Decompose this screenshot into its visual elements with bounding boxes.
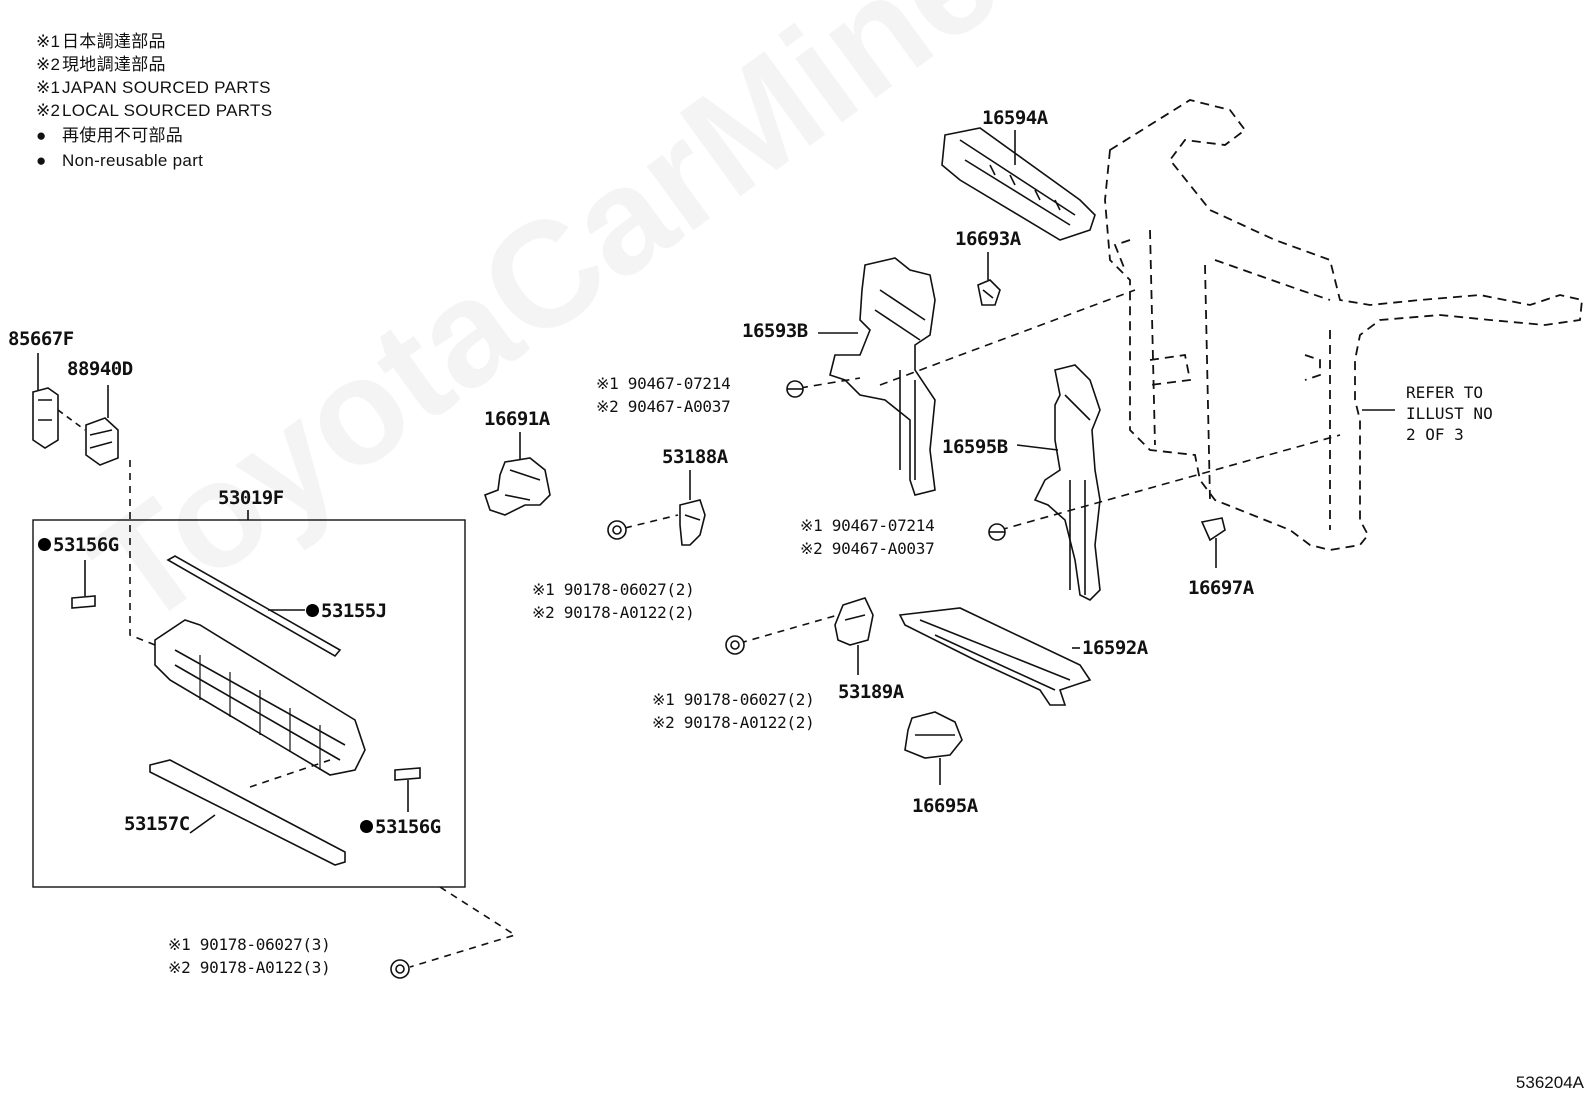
- legend-line-local-en: ※2LOCAL SOURCED PARTS: [36, 101, 272, 121]
- part-85667F-shape: [32, 387, 59, 449]
- legend-mark: ※2: [36, 101, 61, 120]
- callout-85667F[interactable]: 85667F: [8, 328, 74, 350]
- part-16691A-shape: [483, 457, 551, 516]
- callout-53188A[interactable]: 53188A: [662, 446, 728, 468]
- part-53155J-shape: [166, 555, 342, 658]
- dash-nut-53188A: [624, 514, 679, 529]
- legend-dot: ●: [36, 126, 47, 145]
- part-53157C-shape: [149, 759, 346, 866]
- part-53019F-panel-shape: [154, 619, 366, 776]
- callout-16693A[interactable]: 16693A: [955, 228, 1021, 250]
- callout-16593B[interactable]: 16593B: [742, 320, 808, 342]
- nut-90178-b-shape: [725, 635, 745, 655]
- part-16593B-shape: [829, 257, 936, 496]
- fastener-clip-a-line1[interactable]: ※1 90467-07214: [596, 374, 731, 393]
- legend-text: LOCAL SOURCED PARTS: [62, 101, 273, 120]
- fastener-nut-a-line2[interactable]: ※2 90178-A0122(2): [532, 603, 695, 622]
- dash-nut-53189A: [739, 614, 839, 644]
- fastener-nut-c-line2[interactable]: ※2 90178-A0122(3): [168, 958, 331, 977]
- callout-53019F[interactable]: 53019F: [218, 487, 284, 509]
- callout-16697A[interactable]: 16697A: [1188, 577, 1254, 599]
- dash-16593B-support: [879, 289, 1136, 386]
- radiator-support-outline: [1104, 99, 1583, 551]
- clip-90467-b-shape: [988, 523, 1006, 541]
- part-88940D-shape: [85, 417, 119, 466]
- legend-text: 再使用不可部品: [62, 126, 184, 145]
- part-16693A-shape: [977, 279, 1001, 306]
- legend-line-japan-jp: ※1日本調達部品: [36, 32, 166, 52]
- callout-16695A[interactable]: 16695A: [912, 795, 978, 817]
- fastener-clip-a-line2[interactable]: ※2 90467-A0037: [596, 397, 731, 416]
- part-53156G-top-shape: [71, 595, 96, 609]
- dash-panel-nut: [409, 886, 517, 968]
- legend-text: 現地調達部品: [62, 55, 166, 74]
- leader-53157C: [189, 814, 216, 834]
- legend-line-japan-en: ※1JAPAN SOURCED PARTS: [36, 78, 271, 98]
- legend-text: Non-reusable part: [62, 151, 204, 170]
- fastener-clip-b-line2[interactable]: ※2 90467-A0037: [800, 539, 935, 558]
- nut-90178-a-shape: [607, 520, 627, 540]
- part-16697A-shape: [1200, 517, 1226, 542]
- part-53189A-shape: [834, 597, 874, 646]
- part-16592A-shape: [898, 607, 1092, 706]
- callout-16594A[interactable]: 16594A: [982, 107, 1048, 129]
- dash-88940D-panel: [129, 460, 156, 646]
- legend-mark: ※1: [36, 32, 61, 51]
- legend-mark: ※2: [36, 55, 61, 74]
- callout-53155J[interactable]: 53155J: [306, 600, 387, 622]
- fastener-nut-b-line1[interactable]: ※1 90178-06027(2): [652, 690, 815, 709]
- part-16594A-shape: [941, 127, 1096, 241]
- fastener-nut-b-line2[interactable]: ※2 90178-A0122(2): [652, 713, 815, 732]
- part-53188A-shape: [679, 499, 706, 546]
- dash-clip1-16593B: [799, 377, 861, 389]
- dash-panel-inner: [249, 759, 331, 788]
- dash-85667F: [57, 409, 86, 431]
- legend-dot: ●: [36, 151, 47, 170]
- part-53156G-bottom-shape: [394, 767, 421, 781]
- callout-53156G-bottom[interactable]: 53156G: [360, 816, 441, 838]
- legend-text: JAPAN SOURCED PARTS: [62, 78, 271, 97]
- diagram-code: 536204A: [1515, 1073, 1584, 1092]
- fastener-clip-b-line1[interactable]: ※1 90467-07214: [800, 516, 935, 535]
- refer-illust-note[interactable]: REFER TO ILLUST NO 2 OF 3: [1406, 383, 1493, 444]
- dash-16595B-support: [999, 434, 1341, 531]
- part-16695A-shape: [904, 711, 963, 759]
- callout-53189A[interactable]: 53189A: [838, 681, 904, 703]
- legend-line-nonreuse-jp: ● 再使用不可部品: [36, 126, 183, 146]
- panel-53019F-box: [32, 519, 466, 888]
- callout-53156G-top[interactable]: 53156G: [38, 534, 119, 556]
- clip-90467-a-shape: [786, 380, 804, 398]
- part-16595B-shape: [1033, 364, 1101, 601]
- callout-53157C[interactable]: 53157C: [124, 813, 190, 835]
- legend-line-local-jp: ※2現地調達部品: [36, 55, 166, 75]
- callout-16595B[interactable]: 16595B: [942, 436, 1008, 458]
- fastener-nut-a-line1[interactable]: ※1 90178-06027(2): [532, 580, 695, 599]
- legend-text: 日本調達部品: [62, 32, 166, 51]
- leader-16595B: [1016, 444, 1059, 451]
- legend-line-nonreuse-en: ● Non-reusable part: [36, 151, 203, 171]
- nut-90178-c-shape: [390, 959, 410, 979]
- callout-16592A[interactable]: 16592A: [1082, 637, 1148, 659]
- fastener-nut-c-line1[interactable]: ※1 90178-06027(3): [168, 935, 331, 954]
- legend-mark: ※1: [36, 78, 61, 97]
- callout-16691A[interactable]: 16691A: [484, 408, 550, 430]
- callout-88940D[interactable]: 88940D: [67, 358, 133, 380]
